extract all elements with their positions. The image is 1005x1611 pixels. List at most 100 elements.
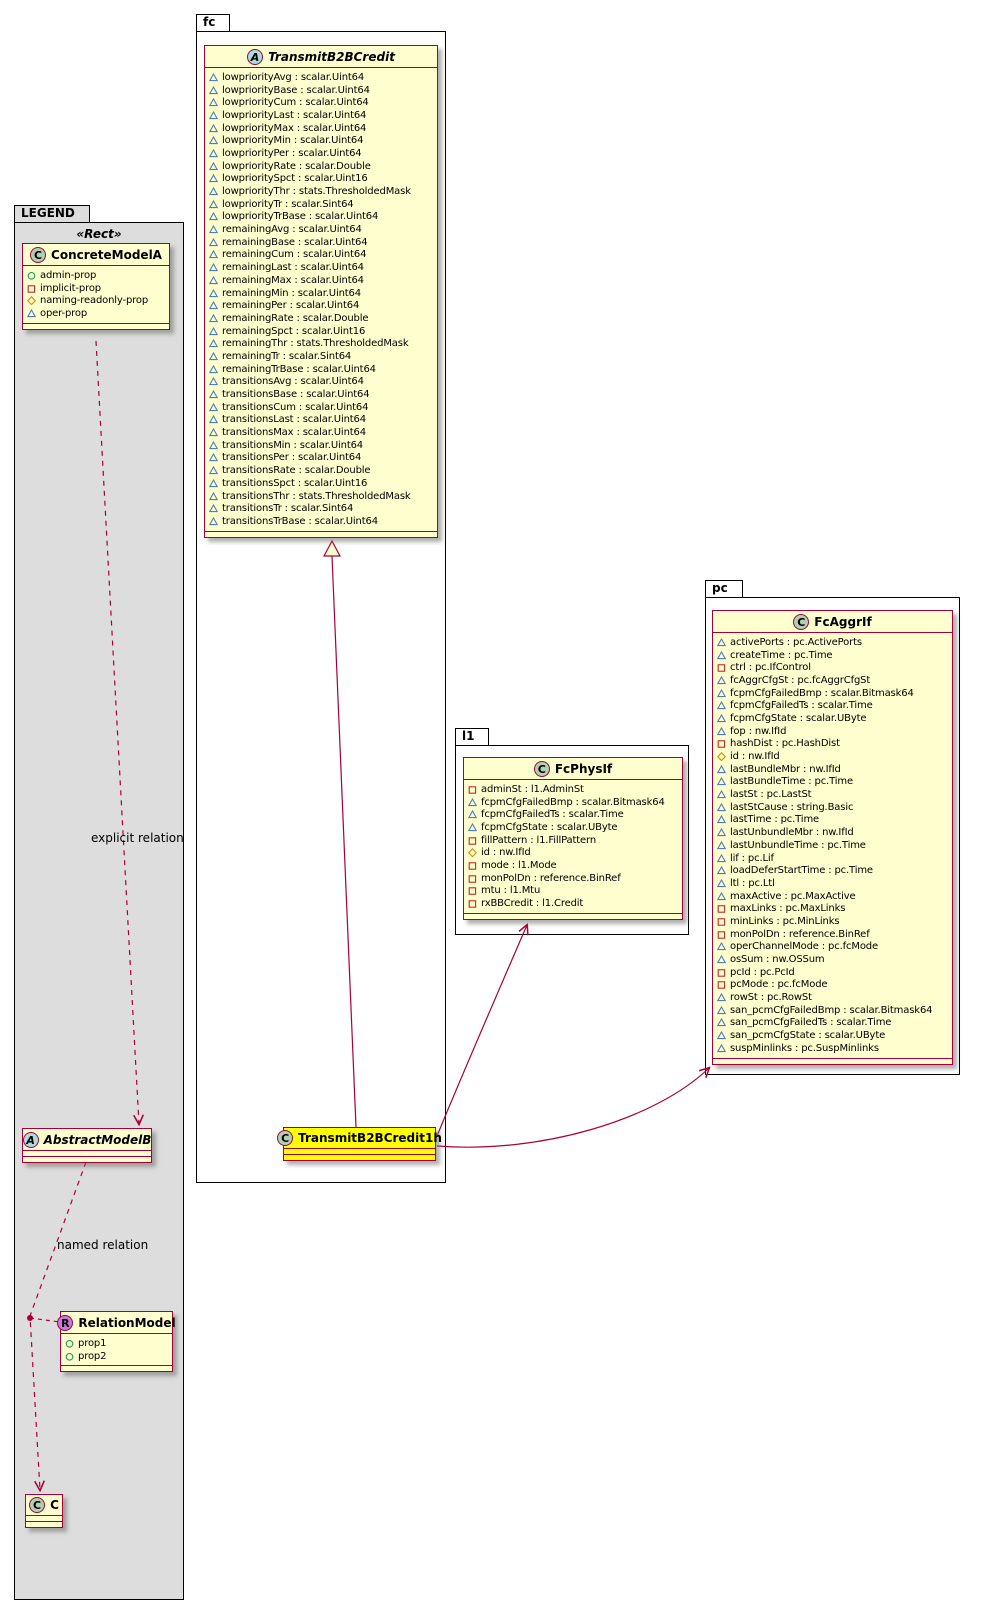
member-label: fop : nw.IfId (730, 725, 787, 737)
implicit-prop-icon (717, 968, 726, 977)
oper-prop-icon (209, 136, 218, 145)
oper-prop-icon (717, 1043, 726, 1053)
class-member: hashDist : pc.HashDist (717, 738, 948, 751)
class-member: fcpmCfgFailedBmp : scalar.Bitmask64 (717, 687, 948, 700)
class-member: lowpriorityLast : scalar.Uint64 (209, 109, 433, 122)
class-member: fcpmCfgState : scalar.UByte (468, 821, 678, 834)
class-member: activePorts : pc.ActivePorts (717, 636, 948, 649)
member-label: transitionsSpct : scalar.Uint16 (222, 477, 368, 489)
implicit-prop-icon (468, 886, 477, 896)
member-label: lowpriorityMin : scalar.Uint64 (222, 135, 364, 147)
class-member: pcMode : pc.fcMode (717, 979, 948, 992)
methods-compartment (205, 530, 437, 537)
implicit-prop-icon (717, 663, 726, 672)
implicit-prop-icon (717, 930, 726, 939)
member-label: remainingPer : scalar.Uint64 (222, 300, 360, 312)
naming-prop-icon (468, 848, 477, 858)
admin-prop-icon (27, 271, 36, 280)
class-member: lowpriorityTr : scalar.Sint64 (209, 198, 433, 211)
oper-prop-icon (717, 675, 726, 685)
class-member: ltl : pc.Ltl (717, 877, 948, 890)
class-member: pcId : pc.PcId (717, 966, 948, 979)
member-label: ltl : pc.Ltl (730, 877, 775, 889)
package-tab-legend: LEGEND (14, 205, 90, 223)
class-member: operChannelMode : pc.fcMode (717, 941, 948, 954)
class-member: oper-prop (27, 307, 165, 320)
oper-prop-icon (209, 478, 218, 488)
class-member: transitionsThr : stats.ThresholdedMask (209, 490, 433, 503)
class-header: C ConcreteModelA (23, 244, 169, 265)
member-label: remainingCum : scalar.Uint64 (222, 249, 367, 261)
class-member: rowSt : pc.RowSt (717, 991, 948, 1004)
member-label: lowpriorityBase : scalar.Uint64 (222, 84, 370, 96)
class-spot-icon: C (533, 761, 550, 777)
class-member: lastTime : pc.Time (717, 814, 948, 827)
member-label: suspMinlinks : pc.SuspMinlinks (730, 1042, 879, 1054)
member-label: oper-prop (40, 307, 88, 319)
class-member: implicit-prop (27, 282, 165, 295)
class-member: fcAggrCfgSt : pc.fcAggrCfgSt (717, 674, 948, 687)
member-label: lowpriorityAvg : scalar.Uint64 (222, 71, 365, 83)
member-label: fcpmCfgFailedTs : scalar.Time (730, 700, 873, 712)
member-label: prop1 (78, 1337, 107, 1349)
member-label: lowprioritySpct : scalar.Uint16 (222, 173, 368, 185)
class-member: transitionsRate : scalar.Double (209, 464, 433, 477)
class-member: rxBBCredit : l1.Credit (468, 897, 678, 910)
member-label: san_pcmCfgState : scalar.UByte (730, 1030, 886, 1042)
oper-prop-icon (209, 85, 218, 95)
oper-prop-icon (209, 377, 218, 386)
class-name: TransmitB2BCredit1h (298, 1131, 442, 1145)
class-member: remainingCum : scalar.Uint64 (209, 249, 433, 262)
oper-prop-icon (717, 637, 726, 647)
member-label: mtu : l1.Mtu (481, 885, 541, 897)
class-spot-icon: C (30, 247, 47, 263)
class-header: R RelationModel (57, 1312, 176, 1333)
legend-stereotype: «Rect» (76, 227, 122, 241)
oper-prop-icon (209, 301, 218, 310)
member-label: operChannelMode : pc.fcMode (730, 941, 878, 953)
class-member: osSum : nw.OSSum (717, 953, 948, 966)
member-label: remainingMax : scalar.Uint64 (222, 274, 364, 286)
class-name: RelationModel (78, 1316, 176, 1330)
class-member: lastStCause : string.Basic (717, 801, 948, 814)
implicit-prop-icon (717, 917, 726, 926)
class-member: lowpriorityMax : scalar.Uint64 (209, 122, 433, 135)
oper-prop-icon (717, 993, 726, 1002)
class-member: lowpriorityTrBase : scalar.Uint64 (209, 211, 433, 224)
member-label: transitionsAvg : scalar.Uint64 (222, 376, 364, 388)
member-label: san_pcmCfgFailedBmp : scalar.Bitmask64 (730, 1004, 933, 1016)
oper-prop-icon (209, 110, 218, 120)
package-tab-pc: pc (705, 580, 743, 598)
member-label: lastBundleTime : pc.Time (730, 776, 853, 788)
member-label: lastUnbundleMbr : nw.IfId (730, 827, 854, 839)
member-label: transitionsMin : scalar.Uint64 (222, 439, 364, 451)
member-label: transitionsMax : scalar.Uint64 (222, 427, 366, 439)
class-member: transitionsMin : scalar.Uint64 (209, 439, 433, 452)
package-tab-fc: fc (196, 14, 231, 32)
member-label: lowpriorityThr : stats.ThresholdedMask (222, 186, 411, 198)
class-member: fcpmCfgState : scalar.UByte (717, 712, 948, 725)
oper-prop-icon (717, 840, 726, 850)
class-member: remainingAvg : scalar.Uint64 (209, 223, 433, 236)
methods-compartment (713, 1057, 952, 1064)
class-member: lowpriorityPer : scalar.Uint64 (209, 147, 433, 160)
association-fcaggrif-line (436, 1068, 709, 1148)
class-member: transitionsSpct : scalar.Uint16 (209, 477, 433, 490)
class-name: C (50, 1498, 59, 1512)
oper-prop-icon (209, 516, 218, 526)
class-member: lowprioritySpct : scalar.Uint16 (209, 173, 433, 186)
oper-prop-icon (209, 263, 218, 272)
oper-prop-icon (209, 326, 218, 336)
member-label: lowpriorityCum : scalar.Uint64 (222, 97, 369, 109)
oper-prop-icon (209, 288, 218, 298)
class-member: transitionsCum : scalar.Uint64 (209, 401, 433, 414)
member-label: prop2 (78, 1350, 107, 1362)
class-member: san_pcmCfgState : scalar.UByte (717, 1029, 948, 1042)
member-label: san_pcmCfgFailedTs : scalar.Time (730, 1017, 892, 1029)
class-member: minLinks : pc.MinLinks (717, 915, 948, 928)
package-tab-l1: l1 (455, 728, 490, 746)
class-member: transitionsMax : scalar.Uint64 (209, 426, 433, 439)
